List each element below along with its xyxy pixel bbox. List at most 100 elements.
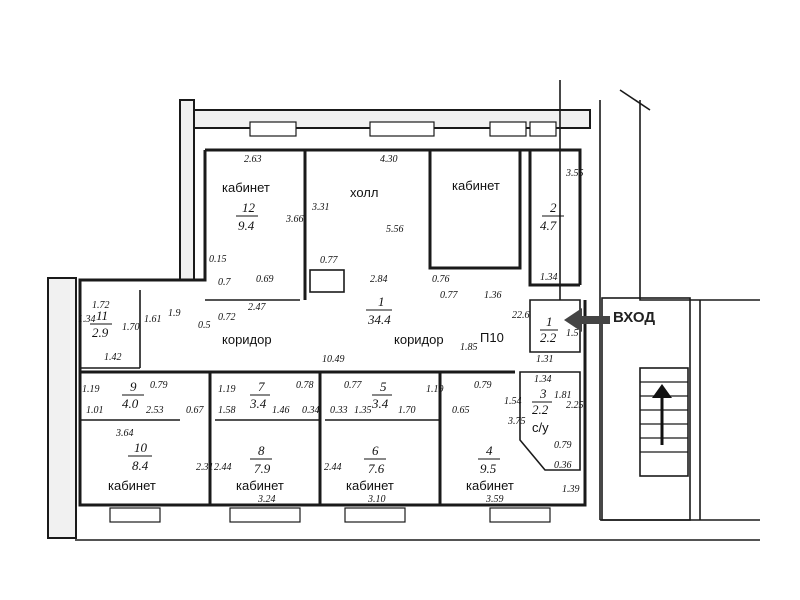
room-area-8: 7.9: [254, 461, 271, 476]
dim: 1.34: [534, 374, 552, 385]
dim: 1.70: [398, 405, 416, 416]
p10-label: П10: [480, 330, 504, 345]
dim: 3.10: [367, 494, 386, 505]
dim: 0.36: [554, 460, 572, 471]
room-area-11: 2.9: [92, 325, 109, 340]
dim: 22.6: [512, 310, 530, 321]
room-area-4: 9.5: [480, 461, 497, 476]
room-label-6: кабинет: [346, 478, 394, 493]
dim: 1.58: [218, 405, 236, 416]
dim: 1.54: [504, 396, 522, 407]
dim: 0.5: [198, 320, 211, 331]
room-num-2: 2: [550, 200, 557, 215]
dim: 2.44: [214, 462, 232, 473]
room-area-9: 4.0: [122, 396, 139, 411]
room-area-12: 9.4: [238, 218, 255, 233]
dim: 1.01: [86, 405, 104, 416]
dim: 0.65: [452, 405, 470, 416]
dim: 2.31: [196, 462, 214, 473]
dim: 3.66: [285, 214, 304, 225]
room-num-1b: 1: [546, 314, 553, 329]
dim: 1.36: [484, 290, 502, 301]
dimension-labels: 2.63 4.30 3.66 3.31 5.56 3.55 0.15 0.7 0…: [78, 154, 584, 505]
dim: 0.72: [218, 312, 236, 323]
dim: 10.49: [322, 354, 345, 365]
dim: 0.69: [256, 274, 274, 285]
dim: 3.24: [257, 494, 276, 505]
dim: 0.67: [186, 405, 205, 416]
entrance-arrow-icon: [564, 308, 610, 332]
dim: 0.34: [302, 405, 320, 416]
dim: 1.19: [218, 384, 236, 395]
dim: 1.81: [554, 390, 572, 401]
corridor-label-left: коридор: [222, 332, 272, 347]
dim: 1.34: [78, 314, 96, 325]
dim: 1.34: [540, 272, 558, 283]
dim: 0.7: [218, 277, 232, 288]
dim: 1.19: [426, 384, 444, 395]
dim: 2.63: [244, 154, 262, 165]
dim: 4.30: [380, 154, 398, 165]
dim: 0.77: [440, 290, 459, 301]
dim: 0.76: [432, 274, 450, 285]
dim: 3.64: [115, 428, 134, 439]
dim: 3.59: [485, 494, 504, 505]
dim: 1.85: [460, 342, 478, 353]
room-area-6: 7.6: [368, 461, 385, 476]
room-num-4: 4: [486, 443, 493, 458]
room-label-cab-top: кабинет: [452, 178, 500, 193]
dim: 0.15: [209, 254, 227, 265]
dim: 1.9: [168, 308, 181, 319]
room-area-10: 8.4: [132, 458, 149, 473]
room-num-12: 12: [242, 200, 256, 215]
room-label-8: кабинет: [236, 478, 284, 493]
walls: [78, 148, 587, 507]
dim: 1.31: [536, 354, 554, 365]
dim: 0.77: [320, 255, 339, 266]
dim: 3.75: [507, 416, 526, 427]
room-num-1: 1: [378, 294, 385, 309]
room-labels: кабинет 12 9.4 холл кабинет 2 4.7 1 34.4…: [90, 178, 564, 493]
dim: 3.55: [565, 168, 584, 179]
dim: 0.33: [330, 405, 348, 416]
room-num-9: 9: [130, 379, 137, 394]
room-area-1: 34.4: [367, 312, 391, 327]
dim: 0.79: [554, 440, 572, 451]
dim: 1.70: [122, 322, 140, 333]
dim: 2.47: [248, 302, 267, 313]
windows: [109, 121, 557, 523]
dim: 0.79: [474, 380, 492, 391]
room-area-7: 3.4: [249, 396, 267, 411]
room-num-11: 11: [96, 308, 108, 323]
dim: 1.61: [144, 314, 162, 325]
corridor-label-right: коридор: [394, 332, 444, 347]
room-area-5: 3.4: [371, 396, 389, 411]
dim: 1.42: [104, 352, 122, 363]
room-area-2: 4.7: [540, 218, 557, 233]
room-num-5: 5: [380, 379, 387, 394]
dim: 0.77: [344, 380, 363, 391]
stairwell: [601, 297, 691, 521]
dim: 1.35: [354, 405, 372, 416]
dim: 1.39: [562, 484, 580, 495]
room-num-10: 10: [134, 440, 148, 455]
dim: 2.44: [324, 462, 342, 473]
dim: 1.5: [566, 328, 579, 339]
room-label-12: кабинет: [222, 180, 270, 195]
dim: 3.31: [311, 202, 330, 213]
room-label-4: кабинет: [466, 478, 514, 493]
dim: 2.25: [566, 400, 584, 411]
room-num-8: 8: [258, 443, 265, 458]
room-area-3: 2.2: [532, 402, 549, 417]
dim: 1.72: [92, 300, 110, 311]
entrance-label: ВХОД: [613, 309, 655, 326]
dim: 5.56: [386, 224, 404, 235]
dim: 2.84: [370, 274, 388, 285]
room-num-7: 7: [258, 379, 265, 394]
dim: 2.53: [146, 405, 164, 416]
room-label-hall: холл: [350, 185, 378, 200]
dim: 1.46: [272, 405, 290, 416]
dim: 1.19: [82, 384, 100, 395]
dim: 0.78: [296, 380, 314, 391]
